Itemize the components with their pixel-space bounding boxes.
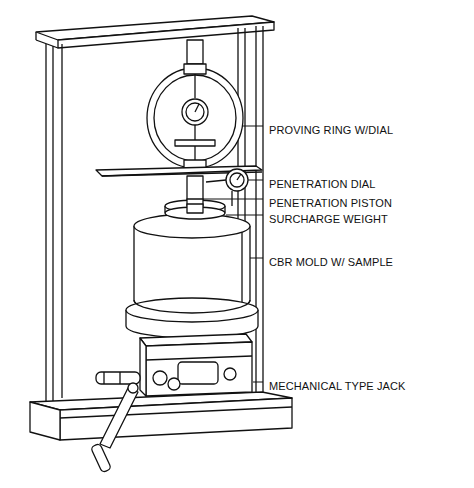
part-label: PROVING RING W/DIAL [268,124,394,136]
mechanical-jack [96,334,252,396]
label-slot: PENETRATION DIAL [268,174,377,192]
mold-base [126,298,258,338]
part-label: SURCHARGE WEIGHT [268,213,389,225]
part-label: MECHANICAL TYPE JACK [268,380,406,392]
cbr-mold [134,204,250,313]
part-label: CBR MOLD W/ SAMPLE [268,256,394,268]
label-slot: PROVING RING W/DIAL [268,120,394,138]
proving-ring [147,40,243,170]
label-slot: MECHANICAL TYPE JACK [268,376,406,394]
label-slot: CBR MOLD W/ SAMPLE [268,252,394,270]
part-label: PENETRATION PISTON [268,197,393,209]
surcharge-weight [165,199,225,218]
label-slot: PENETRATION PISTON [268,193,393,211]
crank-handle [91,383,138,473]
part-label: PENETRATION DIAL [268,178,377,190]
label-slot: SURCHARGE WEIGHT [268,209,389,227]
frame [30,16,292,440]
leader-lines [203,126,263,382]
